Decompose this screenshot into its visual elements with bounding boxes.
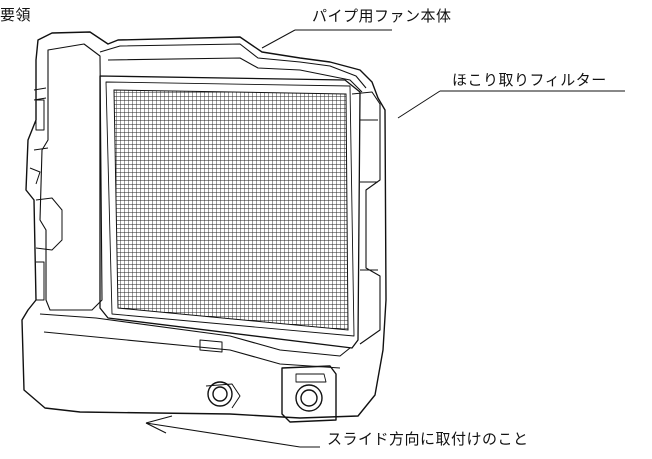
housing-outline <box>21 31 387 419</box>
dust-filter-label: ほこり取りフィルター <box>452 71 607 89</box>
fan-body-label: パイプ用ファン本体 <box>312 7 452 25</box>
bottom-connector <box>281 365 337 423</box>
filter-mesh <box>113 89 349 331</box>
bottom-round-port <box>207 381 233 407</box>
filter-frame <box>99 75 361 349</box>
slide-direction-arrow <box>145 415 301 448</box>
leader-fan-body <box>261 29 392 49</box>
bottom-lower-body <box>39 313 351 369</box>
filter-right-tabs <box>351 91 381 345</box>
leader-filter <box>397 90 625 119</box>
housing-inner-frame <box>39 43 103 311</box>
title-fragment-label: 要領 <box>0 6 32 24</box>
slide-instruction-label: スライド方向に取付けのこと <box>327 430 529 448</box>
fan-top-rail <box>99 43 367 93</box>
